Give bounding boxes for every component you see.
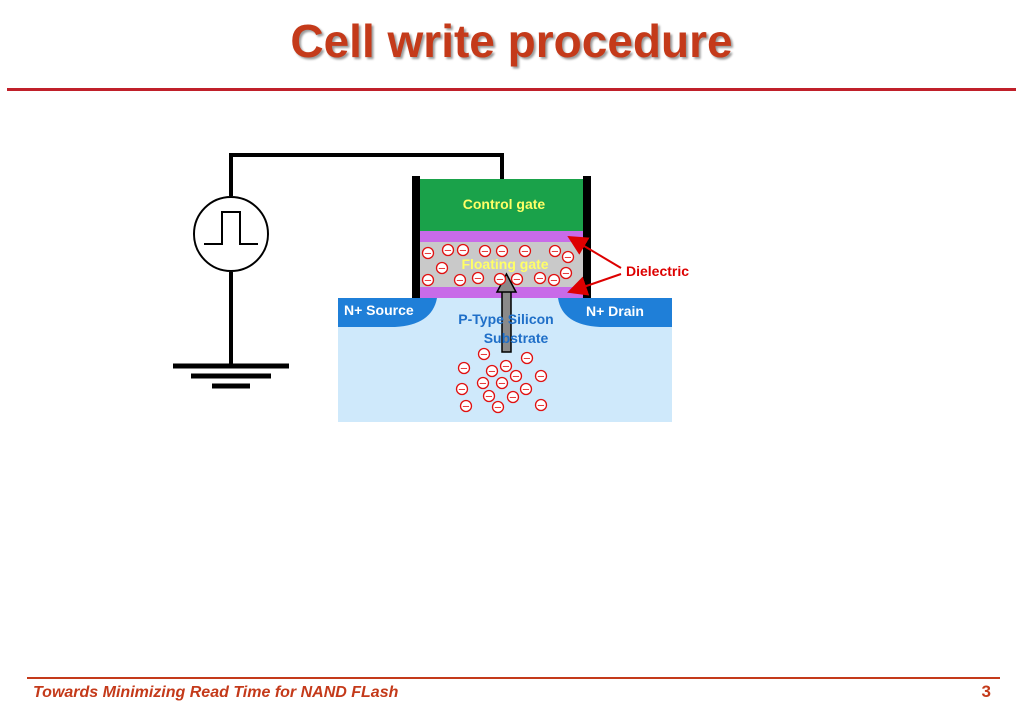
- svg-text:−: −: [509, 393, 517, 404]
- source-label: N+ Source: [344, 302, 414, 318]
- circuit-wires: [229, 153, 504, 364]
- svg-text:−: −: [456, 276, 464, 287]
- electron-icon: −: [499, 359, 513, 373]
- page-number: 3: [981, 682, 991, 701]
- electron-icon: −: [477, 347, 491, 361]
- floating-gate-label: Floating gate: [461, 256, 548, 272]
- electron-icon: −: [459, 399, 473, 413]
- electron-icon: −: [435, 261, 449, 275]
- svg-text:−: −: [458, 385, 466, 396]
- electron-icon: −: [485, 364, 499, 378]
- footer-divider: [27, 677, 1000, 679]
- svg-text:−: −: [502, 362, 510, 373]
- electron-icon: −: [495, 244, 509, 258]
- svg-text:−: −: [488, 367, 496, 378]
- electron-icon: −: [493, 272, 507, 286]
- electron-icon: −: [421, 273, 435, 287]
- svg-text:−: −: [537, 401, 545, 412]
- svg-text:−: −: [479, 379, 487, 390]
- electron-icon: −: [457, 361, 471, 375]
- electron-icon: −: [509, 369, 523, 383]
- svg-text:−: −: [536, 274, 544, 285]
- substrate-label-line1: P-Type Silicon: [458, 311, 553, 327]
- svg-text:−: −: [522, 385, 530, 396]
- electron-icon: −: [548, 244, 562, 258]
- svg-text:−: −: [485, 392, 493, 403]
- dielectric-label: Dielectric: [626, 263, 689, 279]
- svg-text:−: −: [523, 354, 531, 365]
- electron-icon: −: [506, 390, 520, 404]
- electron-icon: −: [534, 398, 548, 412]
- svg-text:−: −: [460, 364, 468, 375]
- electron-icon: −: [491, 400, 505, 414]
- ground-icon: [173, 363, 289, 389]
- n-plus-source-region: [338, 298, 437, 327]
- svg-text:−: −: [474, 274, 482, 285]
- electron-icon: −: [534, 369, 548, 383]
- gate-side-wall-right: [583, 176, 591, 298]
- electron-icon: −: [455, 382, 469, 396]
- control-gate-label: Control gate: [463, 196, 546, 212]
- electrons: −−−−−−−−−−−−−−−−−−−−−−−−−−−−−−−−−: [421, 243, 575, 414]
- drain-label: N+ Drain: [586, 303, 644, 319]
- electron-icon: −: [495, 376, 509, 390]
- electron-icon: −: [453, 273, 467, 287]
- electron-icon: −: [533, 271, 547, 285]
- control-gate: [420, 179, 583, 231]
- electron-icon: −: [519, 382, 533, 396]
- electron-icon: −: [510, 272, 524, 286]
- svg-text:−: −: [498, 379, 506, 390]
- svg-text:−: −: [496, 275, 504, 286]
- gate-side-wall-left: [412, 176, 420, 298]
- svg-text:−: −: [521, 247, 529, 258]
- svg-text:−: −: [513, 275, 521, 286]
- electron-icon: −: [441, 243, 455, 257]
- svg-text:−: −: [459, 246, 467, 257]
- electron-icon: −: [476, 376, 490, 390]
- svg-text:−: −: [551, 247, 559, 258]
- electron-icon: −: [471, 271, 485, 285]
- svg-text:−: −: [564, 253, 572, 264]
- footer-title: Towards Minimizing Read Time for NAND FL…: [33, 684, 399, 701]
- svg-text:−: −: [550, 276, 558, 287]
- dielectric-top: [420, 231, 583, 242]
- electron-icon: −: [561, 250, 575, 264]
- electron-icon: −: [518, 244, 532, 258]
- svg-text:−: −: [462, 402, 470, 413]
- n-plus-drain-region: [558, 298, 672, 327]
- electron-icon: −: [547, 273, 561, 287]
- electron-icon: −: [478, 244, 492, 258]
- svg-text:−: −: [444, 246, 452, 257]
- pulse-source-icon: [193, 196, 269, 272]
- svg-text:−: −: [480, 350, 488, 361]
- electron-icon: −: [559, 266, 573, 280]
- svg-text:−: −: [481, 247, 489, 258]
- electron-icon: −: [421, 246, 435, 260]
- electron-icon: −: [482, 389, 496, 403]
- svg-text:−: −: [438, 264, 446, 275]
- electron-icon: −: [520, 351, 534, 365]
- svg-text:−: −: [562, 269, 570, 280]
- slide-title: Cell write procedure: [290, 15, 733, 67]
- svg-text:−: −: [494, 403, 502, 414]
- svg-text:−: −: [512, 372, 520, 383]
- title-divider: [7, 88, 1016, 91]
- substrate-label-line2: Substrate: [484, 330, 549, 346]
- svg-text:−: −: [498, 247, 506, 258]
- svg-text:−: −: [537, 372, 545, 383]
- electron-icon: −: [456, 243, 470, 257]
- dielectric-callout: Dielectric: [567, 235, 689, 296]
- svg-text:−: −: [424, 276, 432, 287]
- svg-text:−: −: [424, 249, 432, 260]
